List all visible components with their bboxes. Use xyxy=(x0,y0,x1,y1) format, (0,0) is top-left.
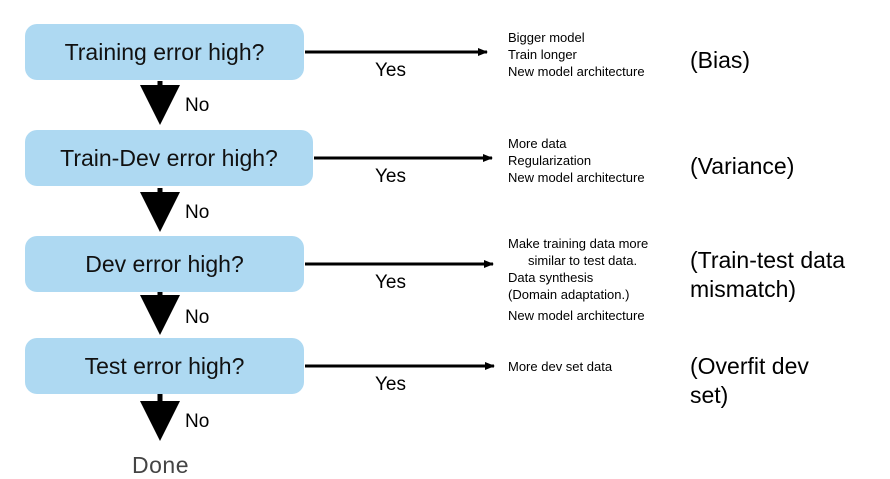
remedy-item: New model architecture xyxy=(508,308,645,323)
no-label: No xyxy=(185,202,210,223)
question-box-test-error: Test error high? xyxy=(25,338,304,394)
category-line: mismatch) xyxy=(690,276,797,302)
remedy-item: More data xyxy=(508,136,567,151)
yes-label: Yes xyxy=(375,60,406,81)
question-box-dev-error: Dev error high? xyxy=(25,236,304,292)
question-box-train-dev-error: Train-Dev error high? xyxy=(25,130,313,186)
remedy-item: similar to test data. xyxy=(528,253,638,268)
question-text: Test error high? xyxy=(84,352,245,379)
question-box-training-error: Training error high? xyxy=(25,24,304,80)
remedies-list-variance: More data Regularization New model archi… xyxy=(508,135,645,186)
question-text: Train-Dev error high? xyxy=(60,144,278,171)
remedy-item: Bigger model xyxy=(508,30,585,45)
yes-label: Yes xyxy=(375,272,406,293)
remedies-list-bias: Bigger model Train longer New model arch… xyxy=(508,29,645,80)
no-label: No xyxy=(185,95,210,116)
remedy-item: More dev set data xyxy=(508,359,613,374)
remedy-item: (Domain adaptation.) xyxy=(508,287,630,302)
category-train-test-mismatch: (Train-test data mismatch) xyxy=(690,246,845,304)
category-line: (Overfit dev xyxy=(690,353,809,379)
remedy-item: Make training data more xyxy=(508,236,649,251)
question-text: Dev error high? xyxy=(85,250,244,277)
remedy-item: Data synthesis xyxy=(508,270,594,285)
no-label: No xyxy=(185,307,210,328)
remedies-list-mismatch: Make training data more similar to test … xyxy=(508,235,648,324)
category-line: set) xyxy=(690,382,729,408)
category-overfit-dev-set: (Overfit dev set) xyxy=(690,352,809,410)
remedy-item: New model architecture xyxy=(508,64,645,79)
no-label: No xyxy=(185,411,210,432)
category-bias: (Bias) xyxy=(690,47,751,73)
remedy-item: Regularization xyxy=(508,153,592,168)
remedies-list-overfit: More dev set data xyxy=(508,358,612,375)
done-label: Done xyxy=(132,452,189,478)
remedy-item: New model architecture xyxy=(508,170,645,185)
question-text: Training error high? xyxy=(64,38,265,65)
category-line: (Train-test data xyxy=(690,247,846,273)
yes-label: Yes xyxy=(375,374,406,395)
yes-label: Yes xyxy=(375,166,406,187)
category-variance: (Variance) xyxy=(690,153,795,179)
remedy-item: Train longer xyxy=(508,47,577,62)
